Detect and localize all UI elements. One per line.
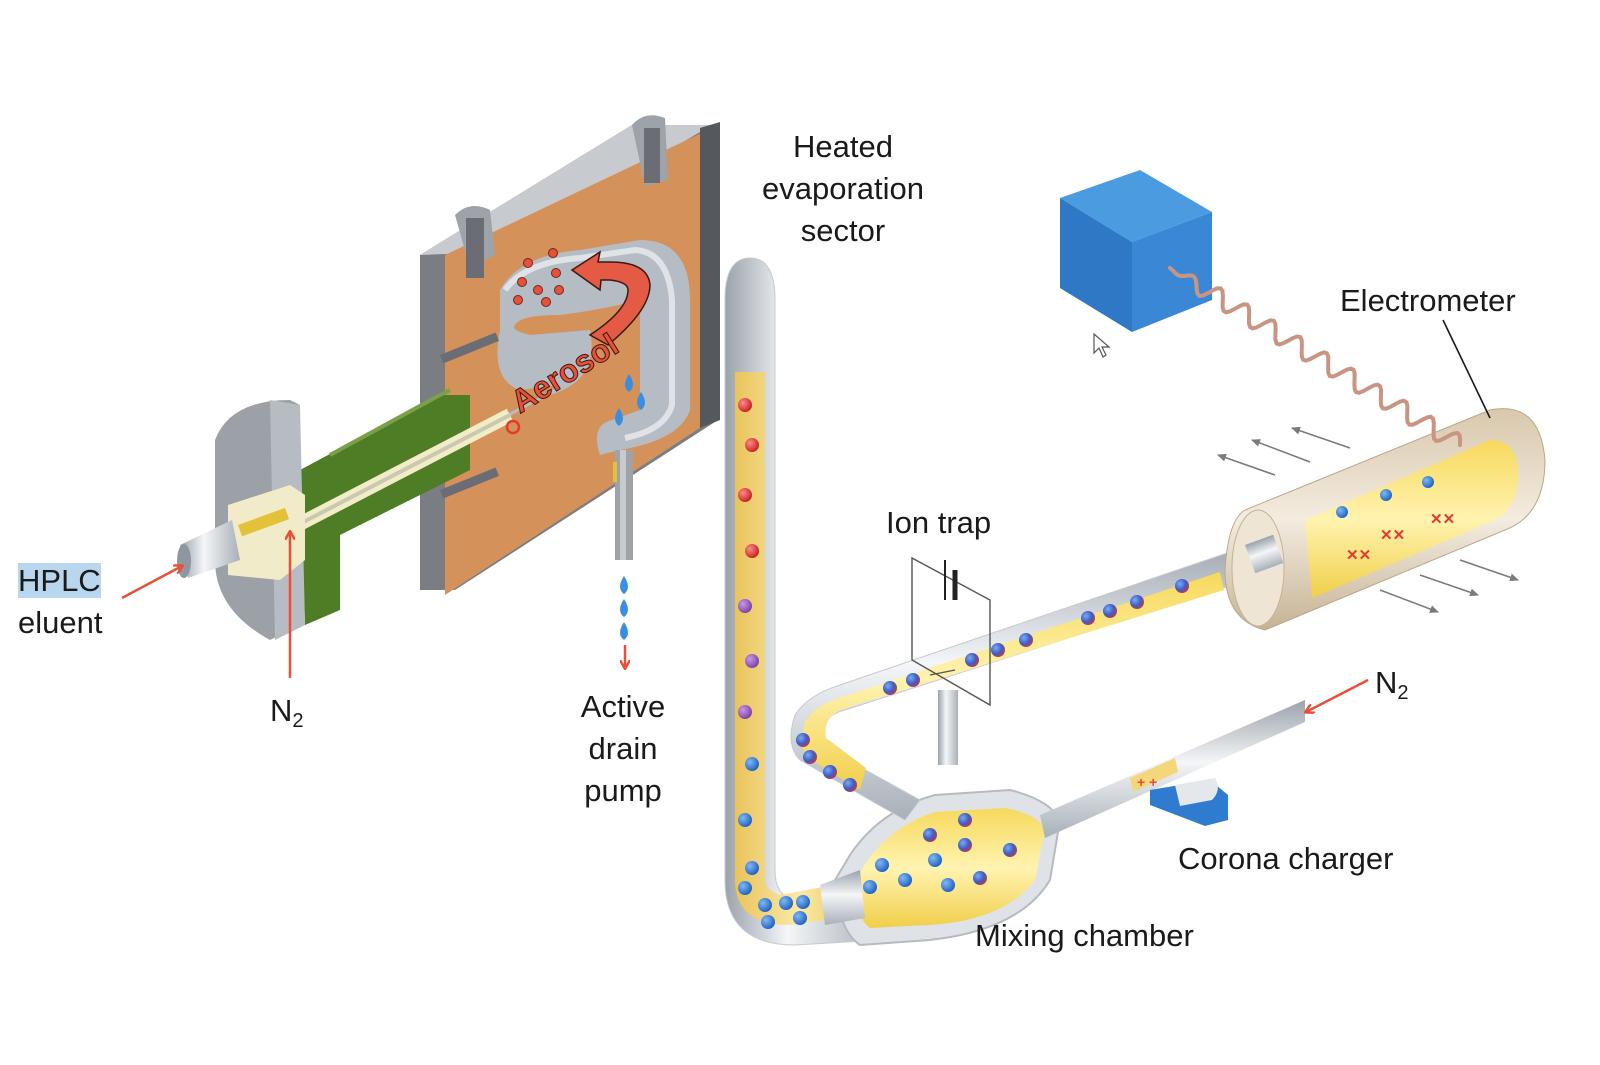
electrometer-box <box>1060 170 1212 332</box>
label-electrometer: Electrometer <box>1340 283 1516 318</box>
particle <box>863 880 877 894</box>
hplc-inlet-arrow <box>121 566 182 600</box>
ion-trap <box>911 556 991 707</box>
svg-text:+ +: + + <box>1137 774 1157 790</box>
nebulizer-assembly <box>177 115 720 640</box>
label-active-drain-pump: Active drain pump <box>580 689 666 808</box>
aerosol-flow-arrow <box>570 250 651 346</box>
charged-particle <box>823 765 837 779</box>
particle <box>738 881 752 895</box>
charged-particle <box>843 778 857 792</box>
particle <box>745 861 759 875</box>
particle <box>958 813 972 827</box>
particle <box>745 654 759 668</box>
particle <box>779 896 793 910</box>
electrometer-leader-line <box>1442 319 1491 419</box>
particle <box>745 757 759 771</box>
label-hplc-line2: eluent <box>18 605 103 640</box>
particle <box>898 873 912 887</box>
charged-particle <box>1130 595 1144 609</box>
charged-particle <box>1103 604 1117 618</box>
particle <box>745 544 759 558</box>
charged-particle <box>906 673 920 687</box>
particle <box>738 398 752 412</box>
charged-particle <box>965 653 979 667</box>
nebulizer-tip-dot <box>505 419 521 435</box>
particle <box>875 858 889 872</box>
particle <box>761 915 775 929</box>
label-heated-evaporation-sector: Heated evaporation sector <box>761 129 924 248</box>
evaporation-particles <box>738 398 810 929</box>
charged-particle <box>883 681 897 695</box>
corona-n2-arrow <box>1306 678 1369 712</box>
charged-particle <box>1175 579 1189 593</box>
particle <box>796 895 810 909</box>
particle <box>923 828 937 842</box>
charged-particle <box>796 733 810 747</box>
particle <box>941 878 955 892</box>
label-hplc-eluent: HPLC eluent <box>18 560 102 644</box>
charged-particle <box>803 750 817 764</box>
particle <box>738 705 752 719</box>
particle <box>958 838 972 852</box>
transfer-particles <box>796 579 1189 792</box>
svg-text:✕✕: ✕✕ <box>1346 547 1371 564</box>
collector-particles: ✕✕ ✕✕ ✕✕ <box>1336 476 1455 564</box>
particle <box>745 438 759 452</box>
label-n2-nebulizer: N2 <box>270 693 304 732</box>
particle <box>793 911 807 925</box>
particle <box>973 871 987 885</box>
aerosol-particles <box>513 248 564 307</box>
mixing-particles <box>863 813 1017 894</box>
label-mixing-chamber: Mixing chamber <box>975 918 1194 953</box>
label-corona-charger: Corona charger <box>1178 841 1394 876</box>
particle <box>738 599 752 613</box>
particle <box>738 813 752 827</box>
charged-particle <box>1019 633 1033 647</box>
charged-particle <box>991 643 1005 657</box>
ion-trap-post <box>938 690 958 765</box>
mixing-chamber <box>820 788 1062 947</box>
particle <box>928 853 942 867</box>
particle <box>758 898 772 912</box>
svg-text:✕✕: ✕✕ <box>1430 511 1455 528</box>
label-n2-corona: N2 <box>1375 665 1409 704</box>
mouse-pointer-icon <box>1093 333 1111 358</box>
svg-text:✕✕: ✕✕ <box>1380 527 1405 544</box>
collector-cylinder <box>1217 408 1546 631</box>
transfer-tube <box>790 534 1286 821</box>
corona-gas-line: + + <box>1040 700 1305 838</box>
label-ion-trap: Ion trap <box>886 505 992 540</box>
particle <box>1003 843 1017 857</box>
drain-tube <box>613 450 633 668</box>
electrometer-wire <box>1168 266 1463 447</box>
label-hplc-line1: HPLC <box>18 563 101 598</box>
particle <box>738 488 752 502</box>
waste-droplets <box>615 374 645 426</box>
charged-particle <box>1081 611 1095 625</box>
